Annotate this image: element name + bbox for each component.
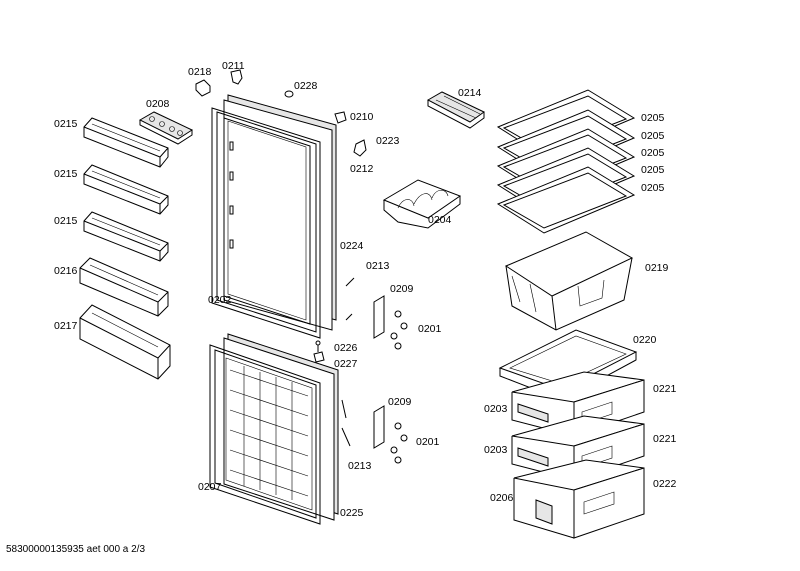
- door-shelf-0215-lower: [83, 211, 169, 262]
- label-0210: 0210: [350, 111, 374, 123]
- freezer-drawer-0222-bottom: [513, 459, 645, 539]
- label-0221-b: 0221: [653, 433, 677, 445]
- label-0222: 0222: [653, 478, 677, 490]
- door-shelf-0217: [79, 304, 171, 380]
- label-0228: 0228: [294, 80, 318, 92]
- label-0219: 0219: [645, 262, 669, 274]
- label-0205-c: 0205: [641, 147, 665, 159]
- hinge-0209-lower: [373, 405, 385, 449]
- label-0221-a: 0221: [653, 383, 677, 395]
- label-0218: 0218: [188, 66, 212, 78]
- label-0224: 0224: [340, 240, 364, 252]
- fridge-door-0202: [211, 94, 337, 339]
- label-0203-a: 0203: [484, 403, 508, 415]
- label-0206: 0206: [490, 492, 514, 504]
- label-0216: 0216: [54, 265, 78, 277]
- label-0208: 0208: [146, 98, 170, 110]
- door-shelf-0215-middle: [83, 164, 169, 215]
- freezer-shelf-0220: [498, 329, 638, 401]
- door-shelf-0215-top: [83, 117, 169, 168]
- label-0215-c: 0215: [54, 215, 78, 227]
- label-0203-b: 0203: [484, 444, 508, 456]
- glass-shelf-0205-5: [496, 166, 636, 234]
- label-0201-a: 0201: [418, 323, 442, 335]
- label-0225: 0225: [340, 507, 364, 519]
- label-0214: 0214: [458, 87, 482, 99]
- pins-0213-upper: [345, 277, 355, 321]
- label-0205-d: 0205: [641, 164, 665, 176]
- cap-0228: [284, 90, 294, 98]
- document-id-footer: 58300000135935 aet 000 a 2/3: [6, 544, 146, 555]
- screw-0226: [315, 340, 321, 352]
- label-0213-a: 0213: [366, 260, 390, 272]
- screws-0201-lower: [390, 422, 408, 464]
- ice-tray-0214: [426, 91, 485, 129]
- label-0209-b: 0209: [388, 396, 412, 408]
- egg-tray-0208: [138, 111, 194, 145]
- label-0207: 0207: [198, 481, 222, 493]
- label-0215-b: 0215: [54, 168, 78, 180]
- label-0223: 0223: [376, 135, 400, 147]
- hinge-0209-upper: [373, 295, 385, 339]
- label-0212: 0212: [350, 163, 374, 175]
- label-0209-a: 0209: [390, 283, 414, 295]
- label-0205-e: 0205: [641, 182, 665, 194]
- crisper-drawer-0219: [504, 231, 634, 331]
- label-0201-b: 0201: [416, 436, 440, 448]
- pins-0213-lower: [341, 399, 351, 447]
- freezer-drawer-0221-middle: [511, 415, 645, 481]
- label-0211: 0211: [222, 60, 245, 72]
- hinge-part-0211: [230, 69, 243, 85]
- label-0220: 0220: [633, 334, 657, 346]
- label-0226: 0226: [334, 342, 358, 354]
- label-0205-b: 0205: [641, 130, 665, 142]
- hinge-part-0218: [195, 79, 211, 97]
- door-shelf-0216: [79, 257, 169, 317]
- label-0204: 0204: [428, 214, 452, 226]
- screws-0201-upper: [390, 310, 408, 350]
- label-0202: 0202: [208, 294, 232, 306]
- label-0205-a: 0205: [641, 112, 665, 124]
- label-0215-a: 0215: [54, 118, 78, 130]
- bracket-0223: [353, 139, 367, 157]
- label-0213-b: 0213: [348, 460, 372, 472]
- bottle-holder-0204: [382, 179, 462, 229]
- freezer-door-0207: [209, 333, 339, 525]
- label-0227: 0227: [334, 358, 358, 370]
- label-0217: 0217: [54, 320, 78, 332]
- nut-0227: [313, 351, 325, 363]
- clip-0210: [334, 111, 347, 124]
